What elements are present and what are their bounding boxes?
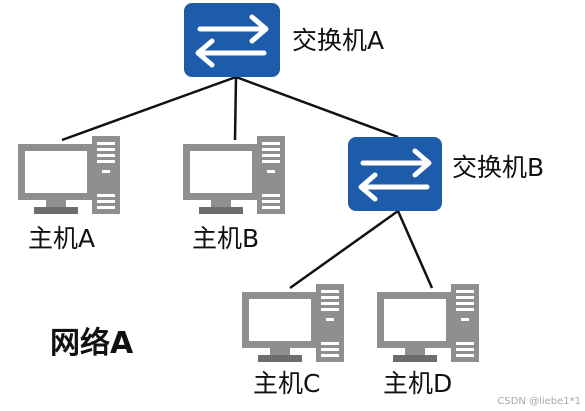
host-d-node (377, 284, 479, 362)
host-a-node (18, 136, 120, 214)
link-switch-a-switch-b (235, 75, 399, 139)
desktop-computer-icon (183, 136, 285, 214)
switch-a-node (184, 3, 280, 77)
desktop-computer-icon (18, 136, 120, 214)
link-switch-a-host-b (233, 76, 238, 141)
link-switch-a-host-a (61, 75, 237, 142)
switch-b-label: 交换机B (452, 153, 545, 182)
host-c-node (242, 284, 344, 362)
switch-b-node (348, 137, 442, 211)
watermark-text: CSDN @liebe1*1 (497, 396, 581, 407)
host-d-label: 主机D (383, 369, 453, 398)
network-switch-icon (348, 137, 442, 211)
host-a-label: 主机A (28, 224, 96, 253)
desktop-computer-icon (377, 284, 479, 362)
link-switch-b-host-c (289, 209, 399, 290)
desktop-computer-icon (242, 284, 344, 362)
host-c-label: 主机C (253, 369, 321, 398)
network-switch-icon (184, 3, 280, 77)
switch-a-label: 交换机A (292, 26, 385, 55)
link-switch-b-host-d (396, 210, 434, 289)
host-b-label: 主机B (192, 224, 260, 253)
network-label: 网络A (50, 326, 134, 361)
link-lines (61, 75, 434, 290)
host-b-node (183, 136, 285, 214)
